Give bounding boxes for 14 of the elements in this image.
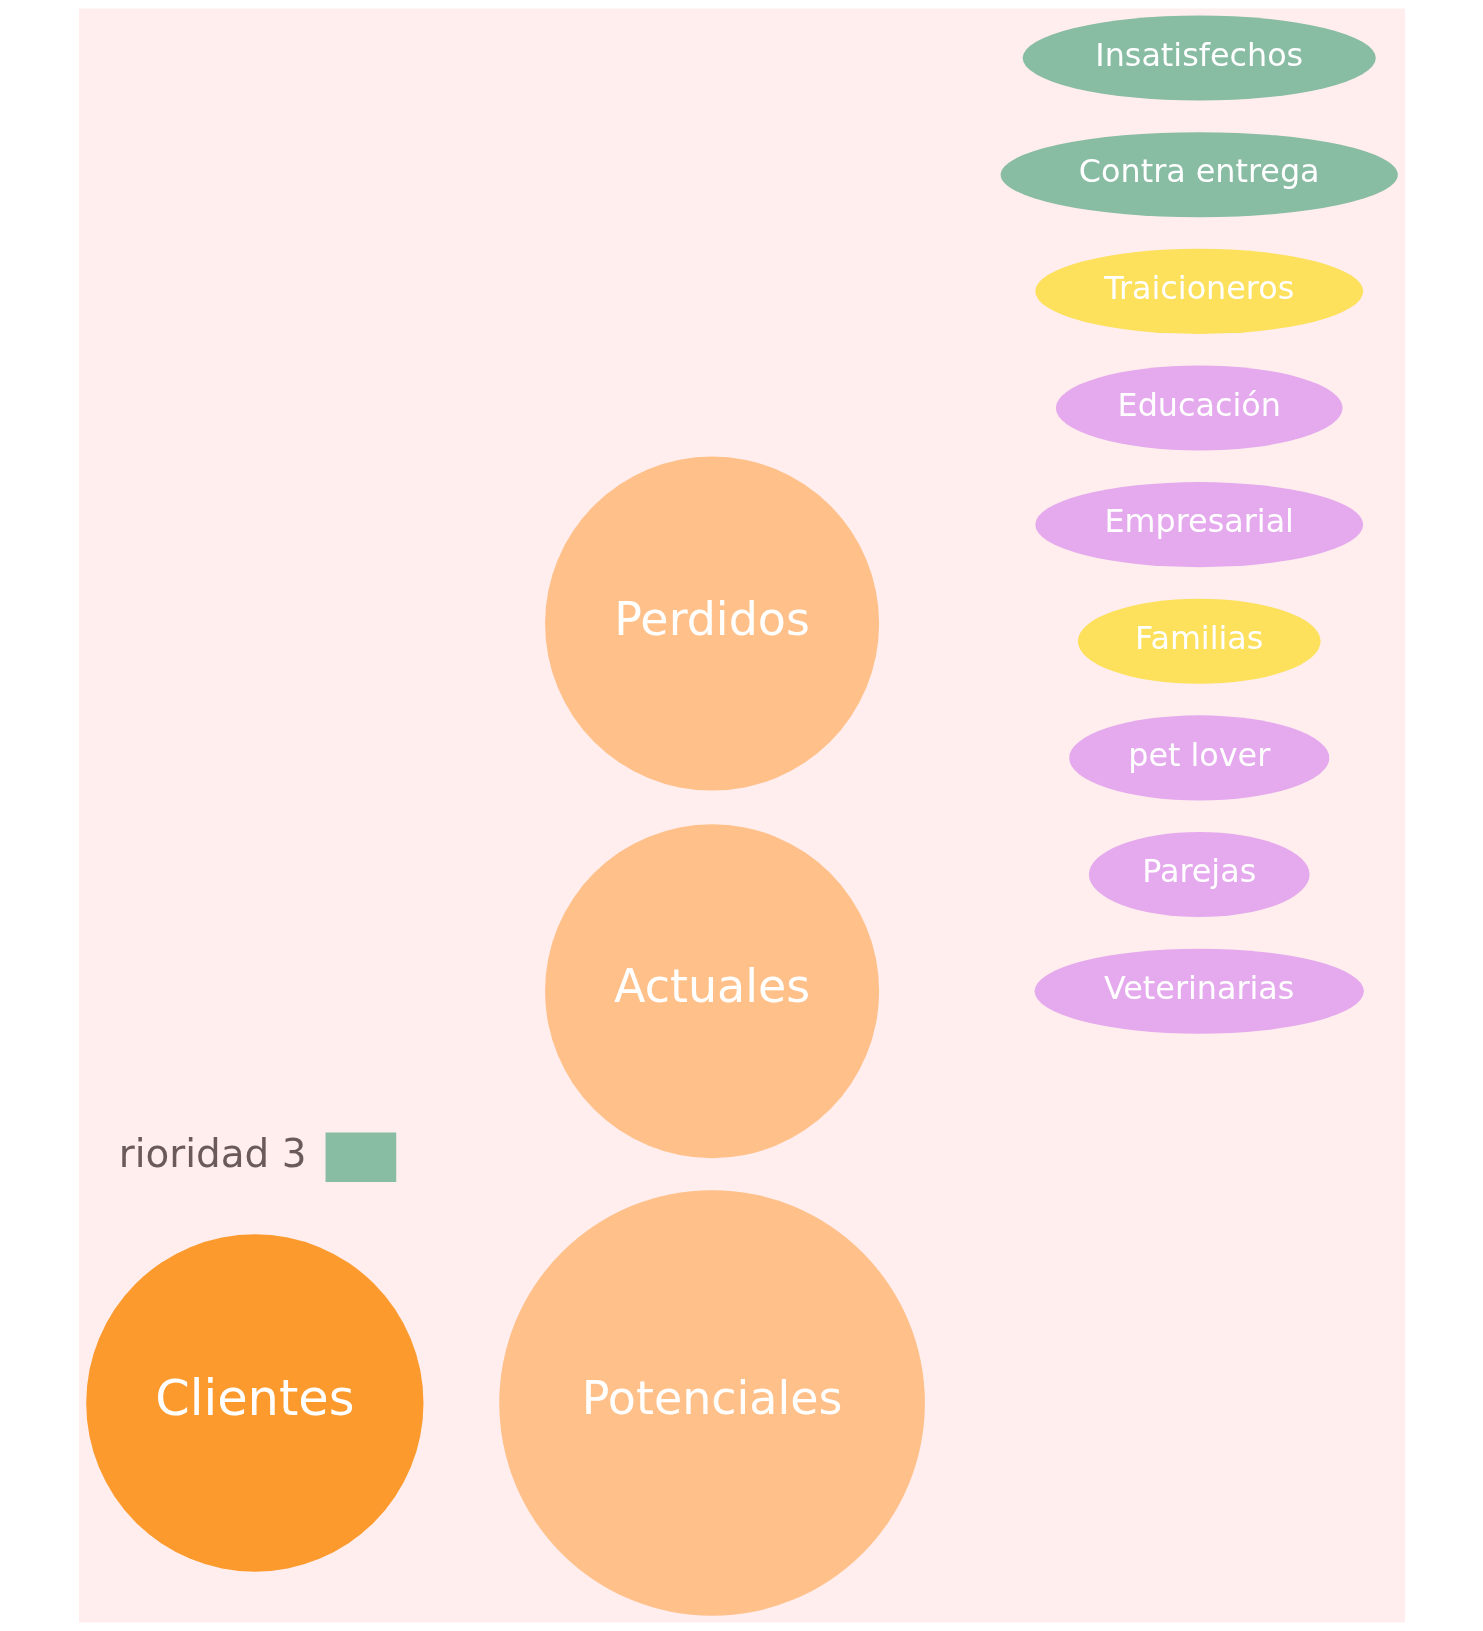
node-ellipse: Empresarial: [1034, 482, 1363, 568]
node-ellipse: Educación: [1055, 365, 1343, 451]
node-circle: Clientes: [85, 1234, 423, 1572]
node-ellipse: Traicioneros: [1034, 248, 1363, 334]
node-ellipse: Contra entrega: [1000, 132, 1398, 218]
node-ellipse: Veterinarias: [1034, 948, 1364, 1034]
node-circle: Potenciales: [498, 1190, 925, 1616]
node-circle: Perdidos: [544, 456, 879, 791]
node-circle: Actuales: [544, 824, 879, 1159]
node-ellipse: Insatisfechos: [1022, 15, 1376, 101]
node-ellipse: Parejas: [1088, 832, 1310, 918]
node-ellipse: pet lover: [1068, 715, 1329, 801]
legend-label: rioridad 3: [118, 1131, 306, 1177]
node-ellipse: Familias: [1077, 598, 1321, 684]
